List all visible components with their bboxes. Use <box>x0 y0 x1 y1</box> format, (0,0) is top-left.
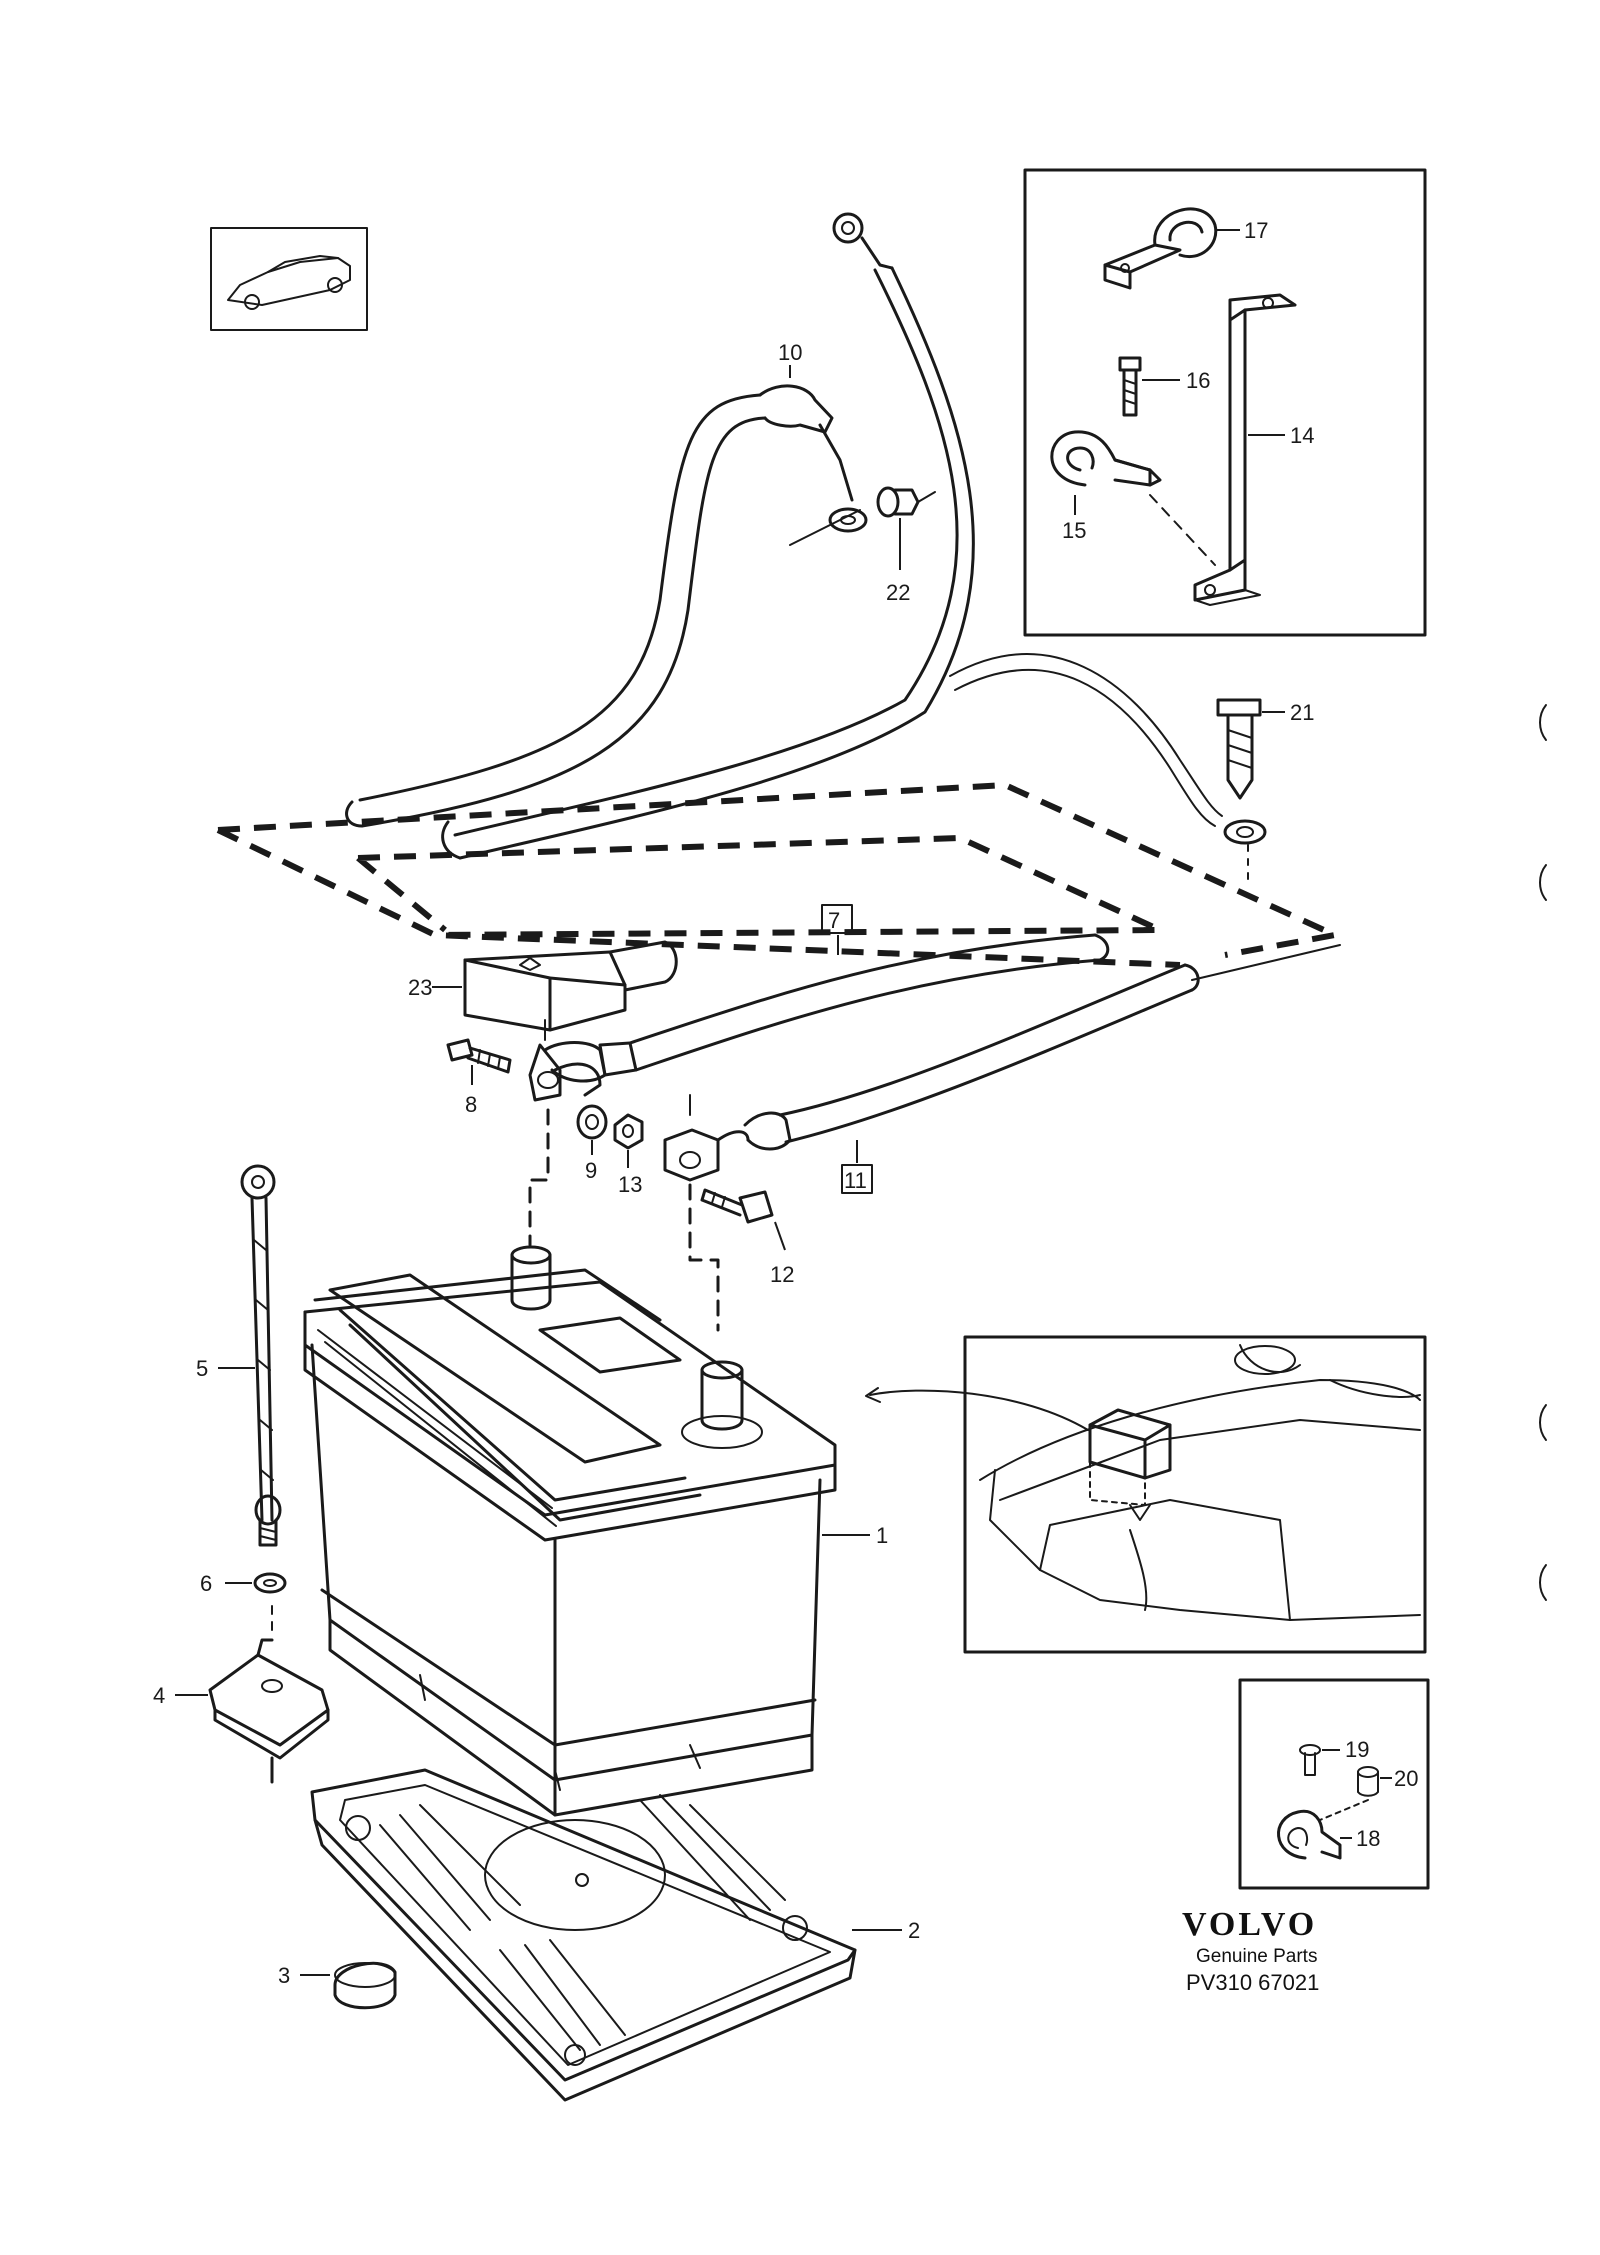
cable-clip-17 <box>1103 207 1218 290</box>
callout-12: 12 <box>770 1262 794 1287</box>
washer-9: 9 <box>576 1104 608 1183</box>
callout-17: 17 <box>1244 218 1268 243</box>
cable-10: 10 <box>345 340 868 828</box>
callout-13: 13 <box>618 1172 642 1197</box>
cable-11: 11 <box>743 944 1341 1194</box>
callout-10: 10 <box>778 340 802 365</box>
inset-bracket-box: 17 16 14 15 <box>1023 168 1427 637</box>
callout-22: 22 <box>886 580 910 605</box>
callout-11: 11 <box>844 1168 867 1193</box>
callout-18: 18 <box>1356 1826 1380 1851</box>
margin-marks <box>1539 704 1547 1601</box>
callout-2: 2 <box>908 1918 920 1943</box>
inset-location-box <box>865 1335 1427 1654</box>
terminal-cover-23: 23 <box>408 940 678 1032</box>
callout-16: 16 <box>1186 368 1210 393</box>
cable-clip-18: 18 <box>1277 1799 1380 1860</box>
callout-5: 5 <box>196 1356 208 1381</box>
callout-1: 1 <box>876 1523 888 1548</box>
callout-6: 6 <box>200 1571 212 1596</box>
volvo-branding: VOLVO Genuine Parts PV310 67021 <box>1182 1906 1319 1995</box>
plug-3: 3 <box>278 1961 397 2010</box>
bolt-12: 12 <box>700 1188 794 1287</box>
part-code: PV310 67021 <box>1186 1970 1319 1995</box>
hold-down-clamp-4: 4 <box>153 1599 330 1784</box>
callout-9: 9 <box>585 1158 597 1183</box>
cable-7: 7 <box>543 904 1110 1083</box>
washer-6: 6 <box>200 1571 287 1596</box>
bolt-16 <box>1118 356 1142 417</box>
cable-clip-15 <box>1050 430 1216 566</box>
callout-3: 3 <box>278 1963 290 1988</box>
nut-13: 13 <box>613 1113 644 1197</box>
volvo-logo: VOLVO <box>1182 1906 1317 1943</box>
callout-21: 21 <box>1290 700 1314 725</box>
nut-20: 20 <box>1357 1766 1418 1797</box>
callout-15: 15 <box>1062 518 1086 543</box>
terminal-clamp-positive <box>528 1019 602 1102</box>
bracket-14 <box>1193 293 1297 606</box>
callout-20: 20 <box>1394 1766 1418 1791</box>
nut-22: 22 <box>876 486 936 605</box>
bolt-21: 21 <box>1216 698 1314 800</box>
car-thumbnail-icon <box>210 227 368 331</box>
terminal-clamp-negative <box>663 1094 750 1182</box>
callout-19: 19 <box>1345 1737 1369 1762</box>
screw-19: 19 <box>1299 1737 1369 1776</box>
callout-4: 4 <box>153 1683 165 1708</box>
battery-tray-2: 2 <box>310 1768 920 2102</box>
callout-14: 14 <box>1290 423 1314 448</box>
callout-23: 23 <box>408 975 432 1000</box>
callout-8: 8 <box>465 1092 477 1117</box>
battery-1: 1 <box>303 1245 888 1817</box>
genuine-parts-label: Genuine Parts <box>1196 1946 1317 1967</box>
callout-7: 7 <box>828 908 840 933</box>
bolt-8: 8 <box>446 1038 512 1117</box>
tray-outline-dashed <box>216 781 1345 968</box>
inset-clip-box: 19 20 18 <box>1238 1678 1430 1890</box>
tie-rod-5: 5 <box>196 1164 282 1547</box>
ground-cable <box>441 212 1267 886</box>
